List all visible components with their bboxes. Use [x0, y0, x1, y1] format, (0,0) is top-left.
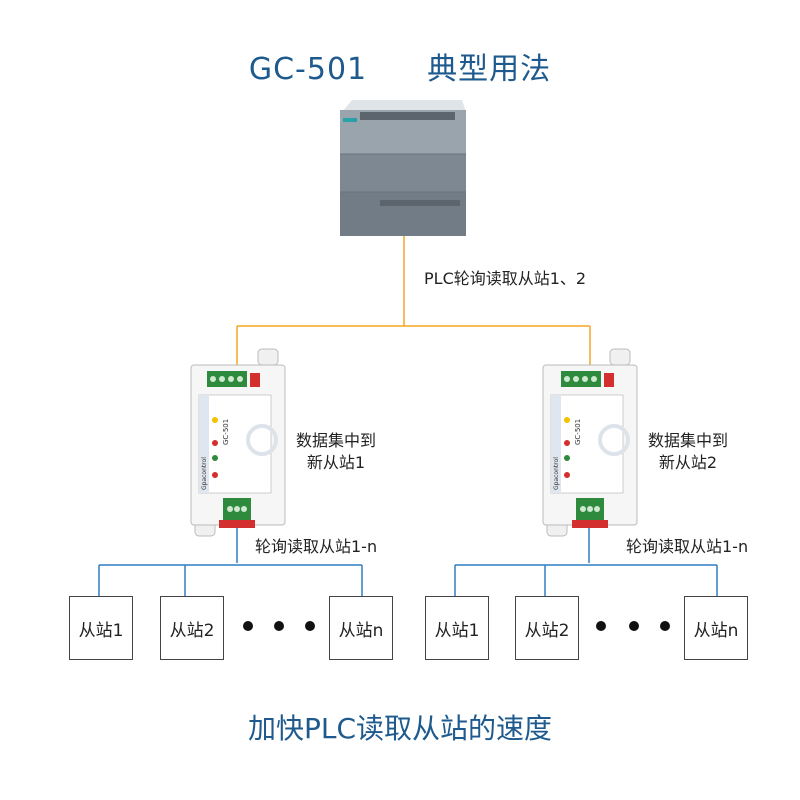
ellipsis-dot	[596, 621, 606, 631]
slave-bus-lines-2	[454, 525, 718, 596]
title-subtitle: 典型用法	[427, 52, 552, 87]
ellipsis-dot	[629, 621, 639, 631]
title-model: GC-501	[248, 52, 368, 87]
plc-poll-label: PLC轮询读取从站1、2	[424, 269, 587, 288]
gateway-label-2-line1: 数据集中到	[648, 431, 729, 450]
ellipsis-dot	[274, 621, 284, 631]
gateway-poll-label-1: 轮询读取从站1-n	[255, 537, 378, 556]
slave-box: 从站1	[425, 596, 489, 660]
ellipsis-dot	[305, 621, 315, 631]
slave-bus-lines-1	[98, 525, 363, 596]
ellipsis-dot	[660, 621, 670, 631]
slave-box: 从站1	[69, 596, 133, 660]
gateway-label-1-line2: 新从站1	[306, 453, 366, 472]
page-title: GC-501 典型用法	[0, 44, 800, 88]
gateway-poll-label-2: 轮询读取从站1-n	[626, 537, 749, 556]
gateway-device-icon-2: GC-501 Gpacontrol	[542, 348, 638, 537]
gateway-label-2: 数据集中到 新从站2	[648, 430, 728, 474]
footer-caption: 加快PLC读取从站的速度	[247, 712, 553, 745]
gateway-device-text-1: GC-501	[222, 419, 230, 445]
slave-box: 从站2	[515, 596, 579, 660]
gateway-device-text-2: GC-501	[574, 419, 582, 445]
slave-box: 从站n	[684, 596, 748, 660]
gateway-device-icon-1: GC-501 Gpacontrol	[190, 348, 286, 537]
ellipsis-dot	[243, 621, 253, 631]
plc-bus-lines	[236, 236, 591, 378]
gateway-brand-text-1: Gpacontrol	[201, 457, 208, 490]
gateway-label-1: 数据集中到 新从站1	[296, 430, 376, 474]
slave-box: 从站2	[160, 596, 224, 660]
gateway-brand-text-2: Gpacontrol	[553, 457, 560, 490]
gateway-label-1-line1: 数据集中到	[296, 431, 377, 450]
gateway-label-2-line2: 新从站2	[658, 453, 718, 472]
slave-box: 从站n	[329, 596, 393, 660]
plc-device-icon	[340, 100, 466, 236]
